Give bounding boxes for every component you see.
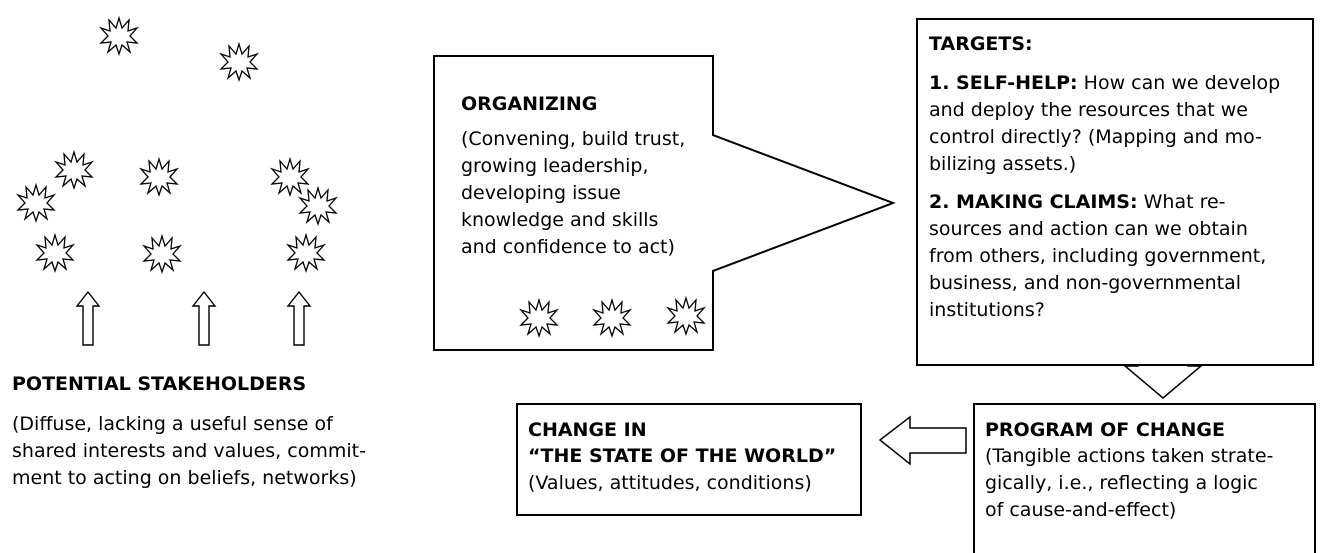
change-box <box>516 403 862 516</box>
starburst-icon <box>220 43 258 81</box>
organizing-desc-line: and confidence to act) <box>461 236 675 258</box>
program-desc-line: (Tangible actions taken strate- <box>985 445 1274 467</box>
stakeholders-title: POTENTIAL STAKEHOLDERS <box>12 373 307 395</box>
claims-text: What re- <box>1137 191 1226 213</box>
targets-title: TARGETS: <box>929 33 1033 55</box>
change-desc: (Values, attitudes, conditions) <box>528 472 812 494</box>
up-arrow-icon <box>286 290 312 346</box>
claims-line: 2. MAKING CLAIMS: What re- <box>929 189 1226 215</box>
program-desc-line: gically, i.e., reflecting a logic <box>985 472 1258 494</box>
starburst-icon <box>100 17 138 55</box>
up-arrow-icon <box>75 290 101 346</box>
self-help-text: How can we develop <box>1077 72 1281 94</box>
organizing-starbursts <box>520 297 705 337</box>
program-desc-line: of cause-and-effect) <box>985 499 1177 521</box>
starburst-icon <box>36 234 74 272</box>
left-arrow-icon <box>878 415 967 466</box>
organizing-title: ORGANIZING <box>461 93 598 115</box>
organizing-arrow-shape <box>433 55 896 351</box>
stakeholder-starbursts <box>17 17 337 273</box>
starburst-icon <box>140 158 178 196</box>
claims-line: institutions? <box>929 299 1045 321</box>
organizing-desc-line: (Convening, build trust, <box>461 128 686 150</box>
stakeholders-desc-line: (Diffuse, lacking a useful sense of <box>12 413 333 435</box>
organizing-desc-line: developing issue <box>461 182 621 204</box>
claims-label: 2. MAKING CLAIMS: <box>929 191 1138 213</box>
self-help-line: 1. SELF-HELP: How can we develop <box>929 70 1280 96</box>
stakeholders-desc-line: ment to acting on beliefs, networks) <box>12 467 357 489</box>
stakeholders-desc-line: shared interests and values, commit- <box>12 440 366 462</box>
up-arrow-icon <box>191 290 217 346</box>
targets-box <box>916 18 1314 366</box>
self-help-line: and deploy the resources that we <box>929 99 1248 121</box>
self-help-line: bilizing assets.) <box>929 153 1077 175</box>
claims-line: sources and action can we obtain <box>929 218 1248 240</box>
change-title-line: “THE STATE OF THE WORLD” <box>528 445 837 467</box>
starburst-icon <box>17 184 55 222</box>
claims-line: business, and non-governmental <box>929 272 1241 294</box>
program-title: PROGRAM OF CHANGE <box>985 419 1225 441</box>
starburst-icon <box>299 187 337 225</box>
self-help-line: control directly? (Mapping and mo- <box>929 126 1262 148</box>
starburst-icon <box>55 151 93 189</box>
program-box <box>973 403 1316 553</box>
organizing-desc-line: growing leadership, <box>461 155 649 177</box>
stakeholder-up-arrows <box>75 290 312 346</box>
self-help-label: 1. SELF-HELP: <box>929 72 1078 94</box>
starburst-icon <box>143 235 181 273</box>
claims-line: from others, including government, <box>929 245 1267 267</box>
organizing-desc-line: knowledge and skills <box>461 209 659 231</box>
starburst-icon <box>287 234 325 272</box>
starburst-icon <box>271 158 309 196</box>
change-title-line: CHANGE IN <box>528 419 647 441</box>
